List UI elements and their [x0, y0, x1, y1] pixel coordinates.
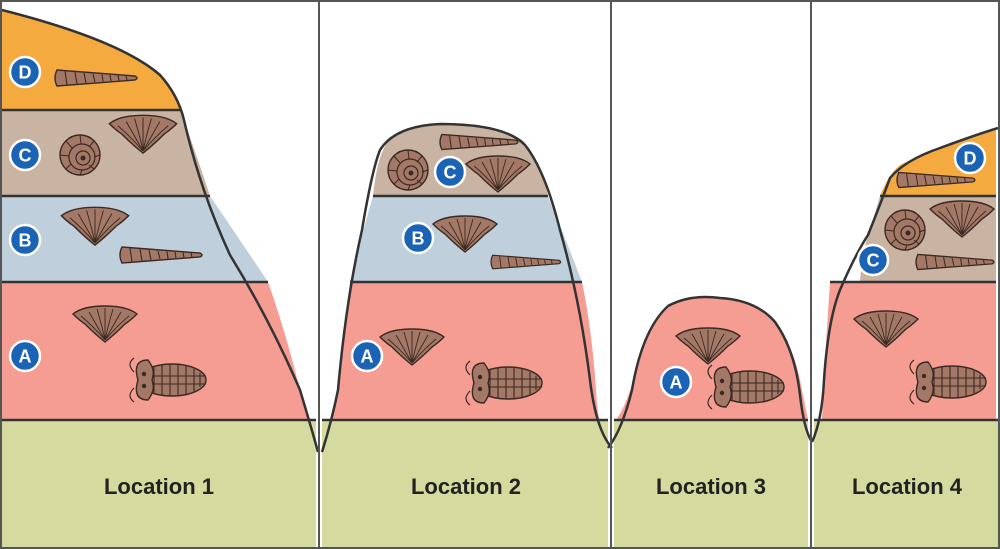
svg-text:B: B [412, 229, 425, 249]
location-4-panel: D C Location 4 [810, 126, 999, 547]
ammonite-icon [387, 149, 429, 191]
layer-label-b: B [401, 221, 435, 255]
layer-label-a: A [659, 365, 693, 399]
layer-d-band [2, 10, 180, 110]
layer-label-c: C [433, 155, 467, 189]
layer-label-c: C [8, 138, 42, 172]
svg-text:A: A [19, 347, 32, 367]
location-1-label: Location 1 [104, 474, 214, 499]
svg-text:D: D [19, 63, 32, 83]
location-1-panel: D C B A Location 1 [1, 8, 320, 547]
svg-text:A: A [670, 373, 683, 393]
location-3-panel: A Location 3 [607, 295, 814, 547]
ground-band [322, 420, 608, 547]
svg-text:C: C [867, 251, 880, 271]
layer-label-d: D [8, 55, 42, 89]
svg-text:D: D [964, 149, 977, 169]
svg-text:A: A [361, 347, 374, 367]
layer-label-b: B [8, 223, 42, 257]
svg-text:C: C [444, 163, 457, 183]
ammonite-icon [884, 209, 926, 251]
layer-b-band [2, 196, 268, 282]
location-2-label: Location 2 [411, 474, 521, 499]
layer-label-c: C [856, 243, 890, 277]
layer-label-d: D [953, 141, 987, 175]
svg-text:B: B [19, 231, 32, 251]
location-2-panel: C B A Location 2 [320, 122, 613, 547]
location-3-label: Location 3 [656, 474, 766, 499]
ground-band [814, 420, 998, 547]
ammonite-icon [59, 134, 101, 176]
location-4-label: Location 4 [852, 474, 963, 499]
layer-a-band [322, 282, 608, 445]
layer-a-band [822, 282, 996, 420]
ground-band [614, 420, 808, 547]
layer-label-a: A [8, 339, 42, 373]
svg-text:C: C [19, 146, 32, 166]
ground-band [2, 420, 316, 547]
layer-label-a: A [350, 339, 384, 373]
